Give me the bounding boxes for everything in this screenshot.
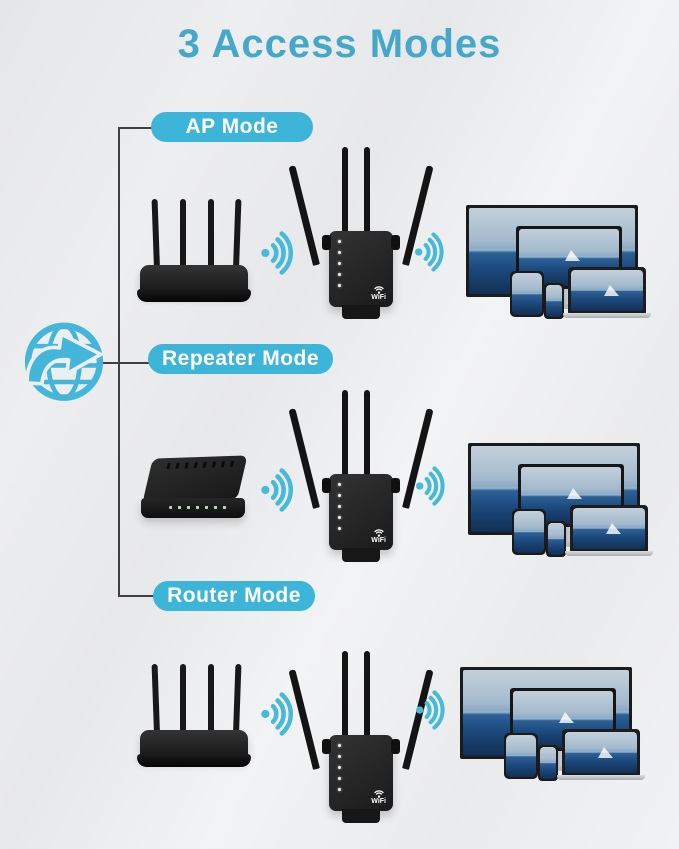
extender-antenna — [364, 651, 370, 739]
router-mode-badge: Router Mode — [153, 581, 315, 611]
modem-illustration — [141, 452, 248, 522]
extender-body: WiFi — [322, 231, 400, 307]
phone-illustration — [538, 745, 558, 781]
wifi-signal-icon — [414, 688, 450, 737]
router-antenna — [208, 664, 214, 734]
wifi-router-illustration — [137, 198, 251, 303]
connector-ap-line — [118, 127, 152, 129]
client-devices-illustration — [466, 205, 651, 319]
connector-trunk-line — [118, 127, 120, 596]
router-body — [137, 265, 251, 302]
globe-with-arrow-icon — [18, 313, 110, 405]
extender-antenna — [364, 390, 370, 478]
router-antenna — [233, 198, 242, 270]
modem-front-leds — [141, 498, 245, 518]
phone-illustration — [546, 521, 566, 557]
client-devices-illustration — [460, 667, 645, 781]
extender-status-leds — [338, 240, 341, 287]
extender-wifi-logo: WiFi — [371, 788, 386, 806]
extender-plug — [342, 305, 380, 319]
laptop-illustration — [570, 505, 648, 552]
router-antenna — [151, 663, 160, 735]
extender-plug — [342, 809, 380, 823]
router-antenna — [180, 664, 186, 734]
extender-antenna — [342, 390, 348, 478]
connector-router-line — [118, 595, 154, 597]
modem-top — [142, 455, 248, 503]
wifi-logo-icon — [374, 286, 384, 294]
laptop-base — [557, 775, 645, 780]
wifi-router-illustration — [137, 663, 251, 768]
wifi-extender-illustration: WiFi — [288, 390, 434, 564]
tablet-illustration — [510, 271, 544, 317]
connector-repeater-line — [103, 362, 149, 364]
wifi-signal-icon — [259, 690, 299, 743]
extender-logo-text: WiFi — [371, 294, 386, 301]
extender-antenna — [342, 147, 348, 235]
wifi-signal-icon — [259, 229, 299, 282]
tablet-illustration — [504, 733, 538, 779]
extender-body: WiFi — [322, 474, 400, 550]
wifi-signal-icon — [259, 466, 299, 519]
ap-mode-badge: AP Mode — [151, 112, 313, 142]
laptop-base — [563, 313, 651, 318]
wifi-signal-icon — [413, 230, 449, 279]
extender-wifi-logo: WiFi — [371, 527, 386, 545]
router-body — [137, 730, 251, 767]
extender-logo-text: WiFi — [371, 798, 386, 805]
router-antenna — [151, 198, 160, 270]
laptop-base — [565, 551, 653, 556]
extender-logo-text: WiFi — [371, 537, 386, 544]
extender-wifi-logo: WiFi — [371, 284, 386, 302]
extender-antenna — [364, 147, 370, 235]
page-title: 3 Access Modes — [177, 22, 502, 66]
laptop-illustration — [568, 267, 646, 314]
phone-illustration — [544, 283, 564, 319]
tablet-illustration — [512, 509, 546, 555]
wifi-logo-icon — [374, 529, 384, 537]
extender-antenna — [342, 651, 348, 739]
extender-plug — [342, 548, 380, 562]
extender-status-leds — [338, 483, 341, 530]
wifi-extender-illustration: WiFi — [288, 651, 434, 825]
client-devices-illustration — [468, 443, 653, 557]
extender-status-leds — [338, 744, 341, 791]
wifi-logo-icon — [374, 790, 384, 798]
repeater-mode-badge: Repeater Mode — [148, 344, 334, 374]
laptop-illustration — [562, 729, 640, 776]
wifi-extender-illustration: WiFi — [288, 147, 434, 321]
router-antenna — [233, 663, 242, 735]
extender-body: WiFi — [322, 735, 400, 811]
router-antenna — [180, 199, 186, 269]
router-antenna — [208, 199, 214, 269]
wifi-signal-icon — [414, 464, 450, 513]
